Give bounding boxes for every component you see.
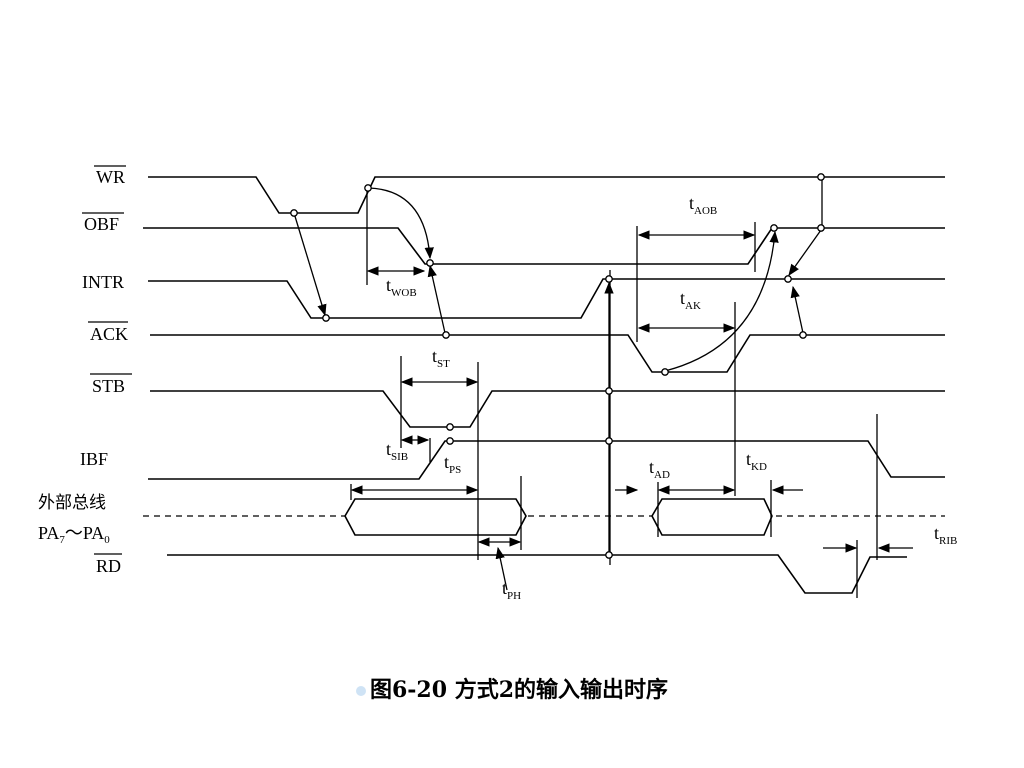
causal-arrows <box>293 187 822 555</box>
bullet-icon <box>355 686 366 696</box>
obf-label: OBF <box>84 214 119 234</box>
t-wob-label: tWOB <box>386 275 417 299</box>
t-kd-label: tKD <box>746 449 767 473</box>
junction-dot <box>290 209 298 217</box>
junction-dot <box>770 224 778 232</box>
junction-dot <box>817 224 825 232</box>
junction-dot <box>446 423 454 431</box>
t-ad-label: tAD <box>649 457 670 481</box>
waveforms <box>143 176 945 594</box>
signal-labels: WR OBF INTR ACK STB IBF 外部总线 PA7～PA0 RD <box>38 165 132 576</box>
junction-dot <box>661 368 669 376</box>
wr-to-obf-arrow <box>368 187 434 260</box>
ibf-label: IBF <box>80 449 108 469</box>
junction-dot <box>605 437 613 445</box>
bus-output-window <box>651 498 773 536</box>
rd-wave <box>167 554 907 594</box>
ack-to-intr-arrow <box>790 285 804 334</box>
bus-label: 外部总线 <box>38 493 106 513</box>
ack-label: ACK <box>90 324 128 344</box>
junction-dot <box>605 275 613 283</box>
t-rib-label: tRIB <box>934 523 957 547</box>
stb-label: STB <box>92 376 125 396</box>
timing-labels: tWOB tAOB tAK tST tSIB tPS tAD tKD tRIB … <box>386 193 957 602</box>
timing-arrows <box>350 230 913 591</box>
t-aob-label: tAOB <box>689 193 717 217</box>
obf-to-intr-arrow <box>788 229 822 276</box>
figure-caption: 图6-20 方式2的输入输出时序 <box>0 672 1024 704</box>
t-st-label: tST <box>432 346 450 370</box>
t-ak-label: tAK <box>680 288 701 312</box>
caption-text: 图6-20 方式2的输入输出时序 <box>369 677 669 703</box>
wr-label: WR <box>96 167 125 187</box>
junction-dot <box>426 259 434 267</box>
junction-dot <box>799 331 807 339</box>
junction-dot <box>605 387 613 395</box>
ack-to-obf-rise-arrow <box>664 230 779 372</box>
ibf-wave <box>148 440 945 480</box>
junction-dot <box>784 275 792 283</box>
junction-dot <box>322 314 330 322</box>
ack-to-obf-arrow <box>427 264 446 334</box>
t-ph-pointer <box>495 546 508 591</box>
t-sib-label: tSIB <box>386 439 408 463</box>
obf-wave <box>143 227 945 265</box>
wr-to-intr-arrow <box>293 212 327 317</box>
intr-wave <box>148 278 945 319</box>
junction-dot <box>605 551 613 559</box>
junction-dot <box>364 184 372 192</box>
junction-dot <box>446 437 454 445</box>
junction-dot <box>817 173 825 181</box>
t-ps-label: tPS <box>444 452 461 476</box>
ack-wave <box>150 334 945 373</box>
wr-wave <box>148 176 945 214</box>
intr-label: INTR <box>82 272 124 292</box>
junction-dot <box>442 331 450 339</box>
stb-wave <box>150 390 945 428</box>
bus-input-window <box>344 498 527 536</box>
junction-dots <box>290 173 825 559</box>
rd-label: RD <box>96 556 121 576</box>
bus-range-label: PA7～PA0 <box>38 523 110 546</box>
t-ph-label: tPH <box>502 578 521 602</box>
